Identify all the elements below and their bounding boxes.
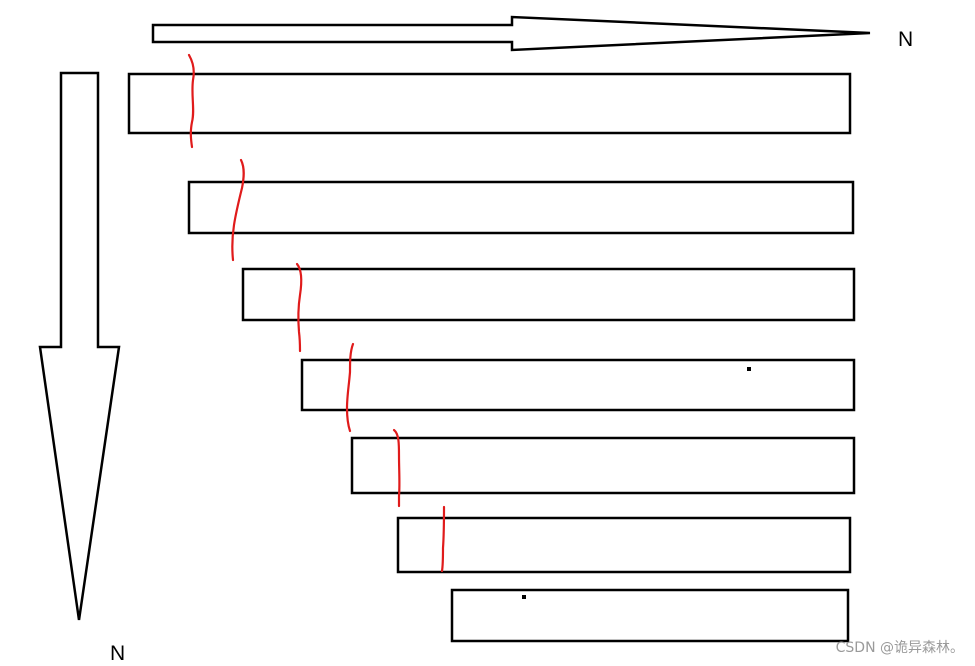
- vertical-arrow-icon: [38, 71, 121, 621]
- vertical-arrow-label: N: [110, 642, 125, 665]
- bar-5: [350, 436, 856, 495]
- bar-1: [127, 72, 852, 135]
- bar-7: [450, 588, 850, 643]
- bar-4: [300, 358, 856, 412]
- watermark-text: CSDN @诡异森林。: [836, 640, 964, 656]
- bar-3: [241, 267, 856, 322]
- horizontal-arrow-icon: [151, 15, 871, 52]
- red-marker: [231, 158, 245, 262]
- red-marker: [440, 505, 446, 573]
- red-marker: [392, 428, 401, 508]
- red-marker: [187, 53, 195, 149]
- horizontal-arrow-label: N: [898, 28, 913, 51]
- bar-2: [187, 180, 855, 235]
- dot-mark: [522, 595, 526, 599]
- bar-6: [396, 516, 852, 574]
- dot-mark: [747, 367, 751, 371]
- red-marker: [295, 262, 303, 353]
- red-marker: [345, 342, 355, 433]
